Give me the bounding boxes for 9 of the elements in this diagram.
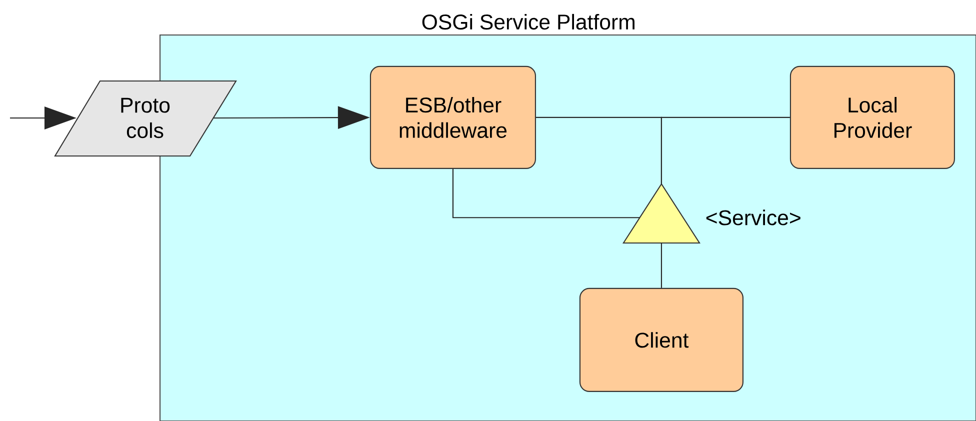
input-parallelogram: Proto cols: [54, 80, 237, 157]
connector-line: [452, 169, 640, 218]
connector-line: [660, 243, 662, 288]
node-caption: <Service>: [706, 210, 800, 226]
component-box: ESB/other middleware: [370, 66, 536, 169]
component-box: Local Provider: [790, 66, 955, 169]
connector-line: [660, 116, 790, 184]
component-box: Client: [579, 288, 744, 392]
node-label: OSGi Service Platform: [422, 14, 634, 30]
